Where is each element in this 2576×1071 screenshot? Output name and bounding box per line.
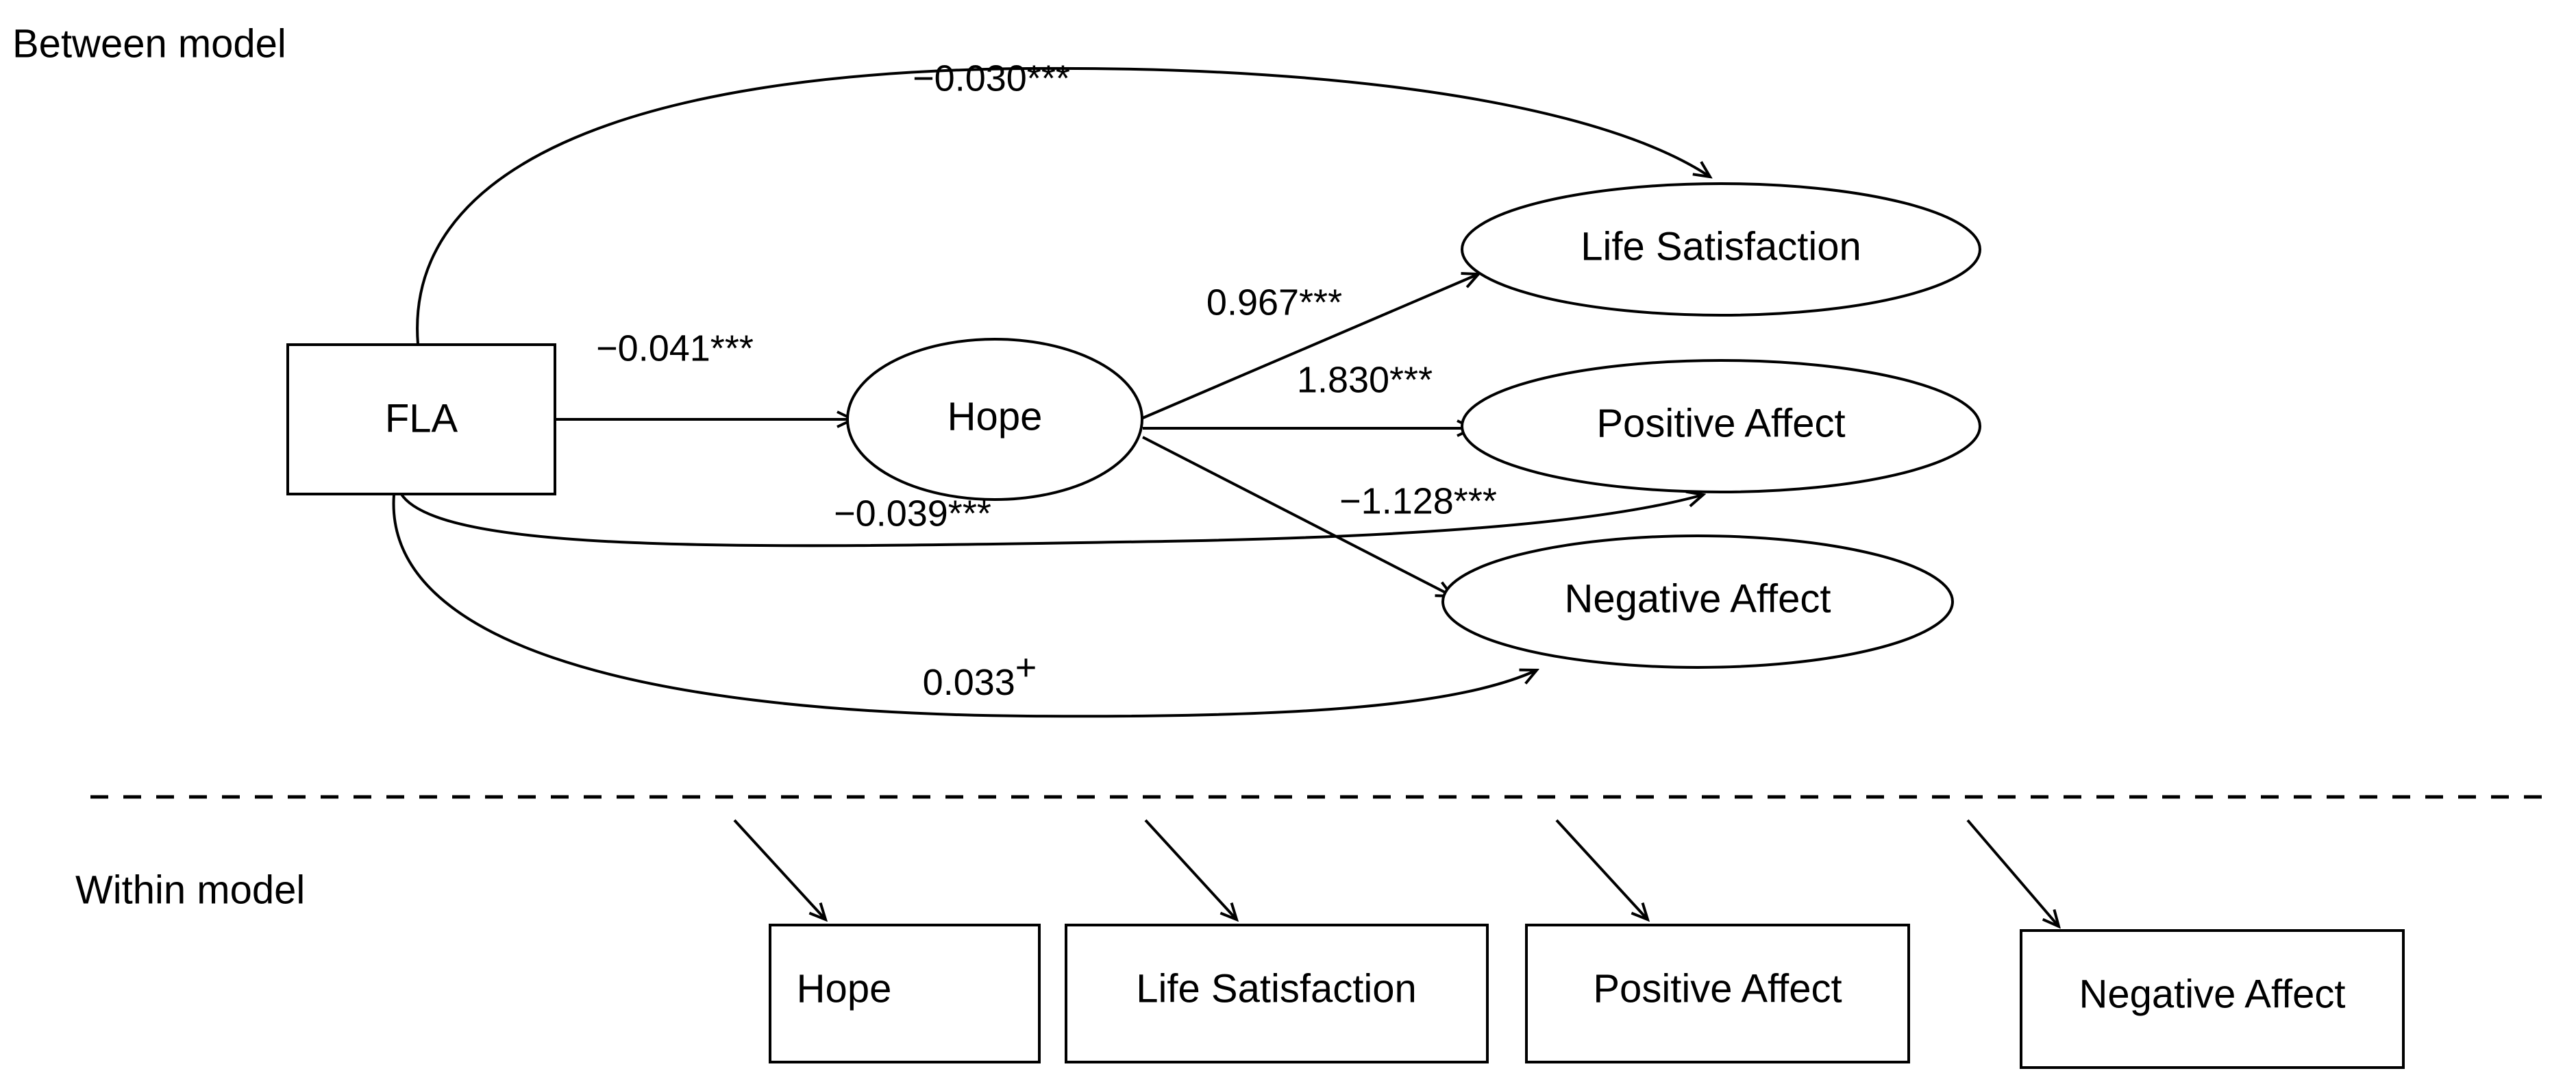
edge-label-hope-to-positive-affect: 1.830*** [1297, 359, 1433, 400]
within-model-title: Within model [75, 867, 305, 912]
node-within-life-satisfaction-shape [1065, 924, 1489, 1063]
node-within-life-satisfaction[interactable]: Life Satisfaction [1065, 924, 1489, 1063]
path-within-life-satisfaction-arrow [1144, 819, 1237, 920]
edge-label-fla-to-negative-affect-value: 0.033 [923, 662, 1015, 703]
path-hope-to-negative-affect [1142, 436, 1452, 596]
node-within-hope[interactable]: Hope [769, 924, 1041, 1063]
node-life-satisfaction[interactable]: Life Satisfaction [1461, 182, 1981, 317]
node-positive-affect[interactable]: Positive Affect [1461, 359, 1981, 493]
edge-label-hope-to-life-satisfaction: 0.967*** [1206, 282, 1342, 323]
node-within-negative-affect-label: Negative Affect [2079, 972, 2345, 1016]
node-positive-affect-label: Positive Affect [1596, 401, 1845, 445]
node-hope-label: Hope [948, 394, 1043, 439]
node-within-negative-affect[interactable]: Negative Affect [2020, 929, 2405, 1069]
edge-label-hope-to-negative-affect: −1.128*** [1339, 480, 1497, 521]
node-fla[interactable]: FLA [286, 343, 556, 495]
path-fla-to-positive-affect [399, 493, 1703, 547]
path-within-positive-affect-arrow [1555, 819, 1648, 920]
node-negative-affect-label: Negative Affect [1564, 576, 1831, 621]
edge-label-fla-to-life-satisfaction: −0.030*** [913, 58, 1070, 99]
node-life-satisfaction-label: Life Satisfaction [1581, 224, 1861, 269]
edge-label-fla-to-negative-affect-sig: + [1015, 647, 1037, 688]
path-within-negative-affect-arrow [1966, 819, 2059, 926]
path-fla-to-negative-affect [392, 494, 1537, 718]
node-within-positive-affect-shape [1525, 924, 1910, 1063]
node-fla-label: FLA [385, 396, 458, 441]
edge-label-fla-to-negative-affect: 0.033+ [923, 647, 1037, 703]
edge-label-fla-to-positive-affect: −0.039*** [834, 493, 991, 534]
node-fla-shape [286, 343, 556, 495]
between-model-title: Between model [12, 21, 286, 66]
node-negative-affect[interactable]: Negative Affect [1441, 534, 1954, 669]
path-hope-to-life-satisfaction [1142, 274, 1478, 419]
node-hope-shape [846, 338, 1143, 501]
node-hope[interactable]: Hope [846, 338, 1143, 501]
node-within-hope-label: Hope [797, 966, 892, 1011]
node-positive-affect-shape [1461, 359, 1981, 493]
node-within-negative-affect-shape [2020, 929, 2405, 1069]
node-within-positive-affect-label: Positive Affect [1593, 966, 1842, 1011]
edge-label-fla-to-hope: −0.041*** [596, 328, 754, 369]
path-within-hope-arrow [733, 819, 826, 920]
node-negative-affect-shape [1441, 534, 1954, 669]
node-within-hope-shape [769, 924, 1041, 1063]
path-fla-to-life-satisfaction [416, 66, 1710, 345]
node-within-life-satisfaction-label: Life Satisfaction [1136, 966, 1416, 1011]
node-within-positive-affect[interactable]: Positive Affect [1525, 924, 1910, 1063]
node-life-satisfaction-shape [1461, 182, 1981, 317]
